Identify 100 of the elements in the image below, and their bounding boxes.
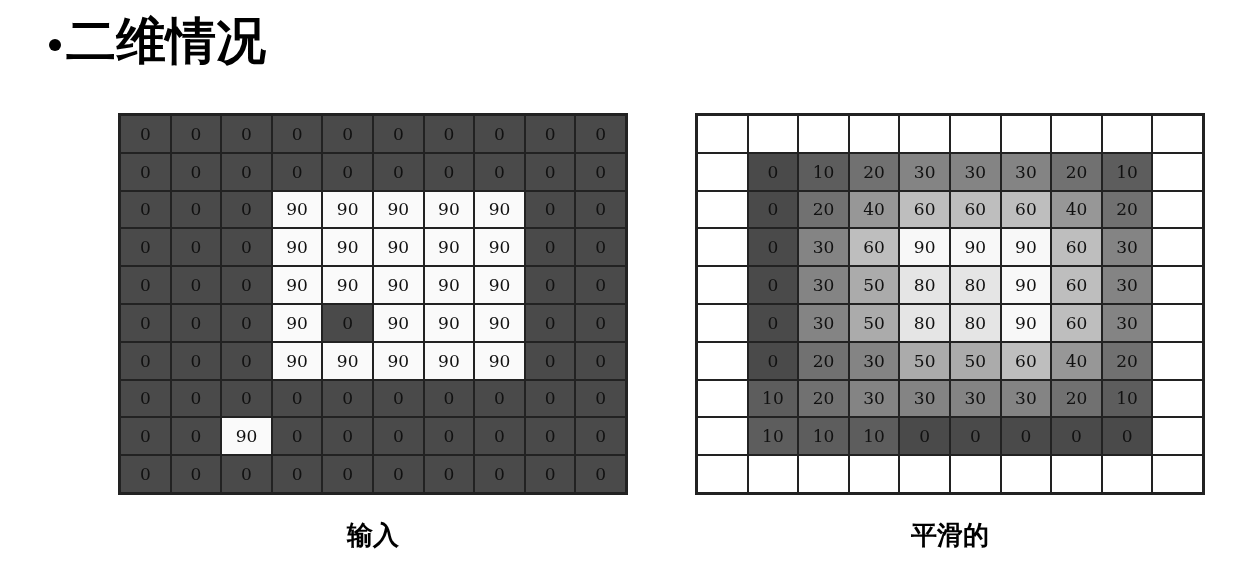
- grid-cell: 0: [120, 115, 171, 153]
- grid-cell: 0: [120, 417, 171, 456]
- grid-cell: 10: [848, 417, 900, 456]
- grid-cell: 0: [221, 304, 272, 342]
- grid-cell: 30: [1101, 228, 1153, 267]
- grid-cell: 0: [221, 266, 272, 304]
- grid-cell: 0: [575, 379, 626, 418]
- grid-cell: 90: [423, 190, 475, 229]
- grid-cell: 0: [575, 304, 626, 342]
- grid-cell: 10: [1101, 152, 1153, 191]
- grid-cell: 0: [271, 115, 323, 153]
- grid-cell: 30: [950, 152, 1001, 191]
- grid-cell: 0: [524, 266, 576, 304]
- grid-cell: 20: [1101, 190, 1153, 229]
- grid-cell: 0: [170, 115, 222, 153]
- grid-cell: 0: [120, 455, 171, 493]
- grid-cell: 0: [575, 115, 626, 153]
- grid-cell: 50: [848, 304, 900, 342]
- grid-cell: 90: [322, 228, 373, 267]
- grid-cell: 90: [474, 341, 525, 380]
- grid-cell: 0: [271, 417, 323, 456]
- grid-cell: 30: [899, 379, 950, 418]
- grid-cell: 0: [747, 304, 799, 342]
- grid-cell: 0: [170, 304, 222, 342]
- grid-cell: 0: [524, 379, 576, 418]
- grid-cell: 0: [120, 266, 171, 304]
- grid-cell: 90: [322, 341, 373, 380]
- grid-cell: 0: [221, 341, 272, 380]
- grid-cell: 0: [322, 304, 373, 342]
- grid-cell: 0: [524, 190, 576, 229]
- grid-cell: 0: [170, 266, 222, 304]
- grid-cell: 30: [848, 341, 900, 380]
- grid-cell: 0: [120, 152, 171, 191]
- grid-cell: 30: [798, 266, 849, 304]
- grid-cell: 0: [575, 266, 626, 304]
- grid-cell: 0: [120, 228, 171, 267]
- grid-cell: 50: [848, 266, 900, 304]
- grid-cell: 10: [747, 379, 799, 418]
- grid-cell: 90: [474, 266, 525, 304]
- grid-cell: 0: [221, 455, 272, 493]
- grid-cell: 90: [1000, 228, 1052, 267]
- grid-cell: 20: [1051, 379, 1102, 418]
- grid-cell: 60: [950, 190, 1001, 229]
- grid-cell: 0: [474, 417, 525, 456]
- grid-cell: 0: [747, 341, 799, 380]
- grid-cell: 0: [221, 228, 272, 267]
- grid-cell: 90: [423, 228, 475, 267]
- grid-cell: 0: [120, 341, 171, 380]
- grid-cell: 90: [271, 190, 323, 229]
- grid-cell: 0: [322, 455, 373, 493]
- grid-cell: 0: [575, 341, 626, 380]
- grid-cell: 0: [120, 304, 171, 342]
- grid-cell: 0: [524, 341, 576, 380]
- grid-cell: 30: [1101, 304, 1153, 342]
- grid-cell: 0: [524, 417, 576, 456]
- grid-cell: 60: [1000, 190, 1052, 229]
- grid-cell: 90: [271, 228, 323, 267]
- grid-cell: 0: [575, 417, 626, 456]
- grid-cell: 10: [747, 417, 799, 456]
- grid-cell: 90: [373, 266, 424, 304]
- grid-cell: 90: [373, 304, 424, 342]
- grid-cell: 0: [423, 455, 475, 493]
- grid-cell: 20: [798, 379, 849, 418]
- grid-cell: 0: [524, 455, 576, 493]
- grid-cell: 30: [899, 152, 950, 191]
- grid-cell: 0: [524, 115, 576, 153]
- grid-cell: 0: [575, 228, 626, 267]
- grid-cell: 0: [1000, 417, 1052, 456]
- grid-cell: 0: [170, 190, 222, 229]
- grid-cell: 0: [575, 152, 626, 191]
- grid-cell: 0: [747, 228, 799, 267]
- grid-cell: 0: [423, 417, 475, 456]
- grid-cell: 90: [474, 190, 525, 229]
- grid-cell: 0: [747, 152, 799, 191]
- grid-cell: 90: [373, 228, 424, 267]
- grid-cell: 30: [1000, 152, 1052, 191]
- grid-cell: 90: [950, 228, 1001, 267]
- grid-cell: 90: [1000, 266, 1052, 304]
- slide-title: 二维情况: [66, 12, 266, 70]
- grid-cell: 0: [221, 152, 272, 191]
- grid-cell: 40: [848, 190, 900, 229]
- grid-cell: 10: [798, 417, 849, 456]
- grid-cell: 0: [524, 152, 576, 191]
- grid-cell: 0: [373, 152, 424, 191]
- grid-cell: 0: [221, 115, 272, 153]
- grid-cell: 60: [1051, 228, 1102, 267]
- grid-cell: 0: [322, 417, 373, 456]
- grid-cell: 30: [1000, 379, 1052, 418]
- grid-cell: 10: [798, 152, 849, 191]
- grid-cell: 0: [170, 228, 222, 267]
- grid-cell: 0: [271, 379, 323, 418]
- grid-cell: 20: [848, 152, 900, 191]
- grid-cell: 0: [474, 379, 525, 418]
- grid-cell: 0: [1101, 417, 1153, 456]
- grid-cell: 90: [899, 228, 950, 267]
- grid-cell: 90: [271, 266, 323, 304]
- grid-cell: 0: [423, 152, 475, 191]
- grid-cell: 20: [798, 190, 849, 229]
- grid-cell: 60: [848, 228, 900, 267]
- grid-cell: 90: [322, 190, 373, 229]
